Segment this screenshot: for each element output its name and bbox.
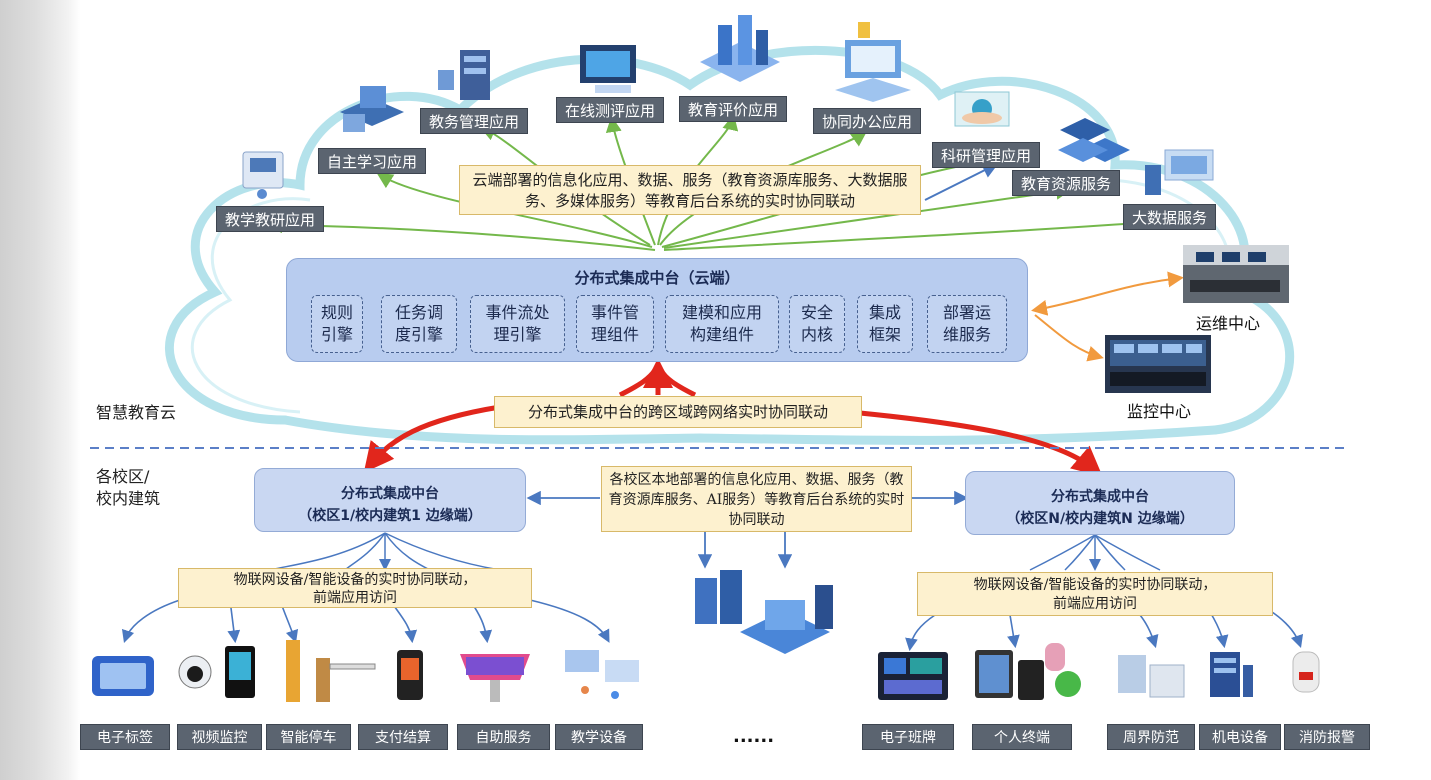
device-label-fire-alarm: 消防报警 xyxy=(1284,724,1370,750)
app-self-study: 自主学习应用 xyxy=(318,148,427,174)
research-illustration xyxy=(954,91,1010,127)
cloud-platform-title: 分布式集成中台（云端） xyxy=(574,269,740,287)
device-tag-illustration xyxy=(92,656,154,696)
resource-service-illustration xyxy=(1058,118,1130,162)
module-event-stream: 事件流处理引擎 xyxy=(470,295,565,353)
module-rule-engine: 规则引擎 xyxy=(311,295,363,353)
edge-platform-campus-n: 分布式集成中台（校区N/校内建筑N 边缘端） xyxy=(965,471,1235,535)
left-gray-margin xyxy=(0,0,80,780)
device-label-payment: 支付结算 xyxy=(358,724,448,750)
ops-center-photo xyxy=(1183,245,1289,303)
module-integration-framework: 集成框架 xyxy=(857,295,913,353)
app-research-mgmt: 科研管理应用 xyxy=(932,142,1041,168)
device-mechanical-illustration xyxy=(1210,652,1253,697)
app-collab-office: 协同办公应用 xyxy=(813,108,922,134)
device-label-perimeter: 周界防范 xyxy=(1107,724,1195,750)
teaching-app-illustration xyxy=(242,151,284,199)
online-test-illustration xyxy=(580,45,636,93)
campus-area-label: 各校区/校内建筑 xyxy=(96,467,161,508)
device-label-smart-parking: 智能停车 xyxy=(266,724,351,750)
device-label-class-board: 电子班牌 xyxy=(862,724,954,750)
ops-center-label: 运维中心 xyxy=(1196,314,1261,333)
collab-office-illustration xyxy=(835,22,911,102)
self-study-illustration xyxy=(340,86,404,132)
device-label-personal-terminal: 个人终端 xyxy=(972,724,1072,750)
iot-note-right: 物联网设备/智能设备的实时协同联动，前端应用访问 xyxy=(917,572,1273,616)
academic-mgmt-illustration xyxy=(438,50,490,100)
iot-note-left: 物联网设备/智能设备的实时协同联动，前端应用访问 xyxy=(178,568,532,608)
app-edu-resources: 教育资源服务 xyxy=(1012,170,1121,196)
app-online-test: 在线测评应用 xyxy=(556,97,665,123)
edge-platform-campus-1: 分布式集成中台（校区1/校内建筑1 边缘端） xyxy=(254,468,526,532)
device-parking-illustration xyxy=(286,640,376,702)
app-academic-mgmt: 教务管理应用 xyxy=(420,108,529,134)
cloud-integration-platform: 分布式集成中台（云端） 规则引擎 任务调度引擎 事件流处理引擎 事件管理组件 建… xyxy=(286,258,1028,362)
module-deploy-ops: 部署运维服务 xyxy=(927,295,1007,353)
device-label-video-surveillance: 视频监控 xyxy=(177,724,262,750)
device-label-self-service: 自助服务 xyxy=(457,724,550,750)
device-label-teaching-equipment: 教学设备 xyxy=(555,724,643,750)
edu-eval-illustration xyxy=(700,15,780,82)
module-security-kernel: 安全内核 xyxy=(789,295,845,353)
cross-region-note: 分布式集成中台的跨区域跨网络实时协同联动 xyxy=(494,396,862,428)
device-label-electronic-tag: 电子标签 xyxy=(80,724,170,750)
app-big-data: 大数据服务 xyxy=(1123,204,1217,230)
device-teaching-illustration xyxy=(565,650,639,699)
ellipsis: ...... xyxy=(733,726,775,747)
device-pos-illustration xyxy=(397,650,423,700)
device-label-mechanical: 机电设备 xyxy=(1199,724,1281,750)
monitor-center-photo xyxy=(1105,335,1211,393)
module-event-mgmt: 事件管理组件 xyxy=(576,295,654,353)
device-classboard-illustration xyxy=(878,652,948,700)
device-kiosk-illustration xyxy=(460,654,530,702)
device-fire-illustration xyxy=(1292,651,1320,693)
app-teaching-research: 教学教研应用 xyxy=(216,206,325,232)
device-perimeter-illustration xyxy=(1118,655,1185,698)
app-edu-eval: 教育评价应用 xyxy=(679,96,788,122)
cloud-coordination-note: 云端部署的信息化应用、数据、服务（教育资源库服务、大数据服务、多媒体服务）等教育… xyxy=(459,165,921,215)
cloud-area-label: 智慧教育云 xyxy=(96,403,177,422)
campus-coordination-note: 各校区本地部署的信息化应用、数据、服务（教育资源库服务、AI服务）等教育后台系统… xyxy=(601,466,912,532)
campus-servers-illustration xyxy=(695,570,833,654)
bigdata-illustration xyxy=(1145,149,1214,195)
module-task-scheduler: 任务调度引擎 xyxy=(381,295,457,353)
device-camera-illustration xyxy=(178,646,255,698)
monitor-center-label: 监控中心 xyxy=(1127,402,1192,421)
device-personal-illustration xyxy=(975,643,1081,700)
module-modeling: 建模和应用构建组件 xyxy=(665,295,779,353)
